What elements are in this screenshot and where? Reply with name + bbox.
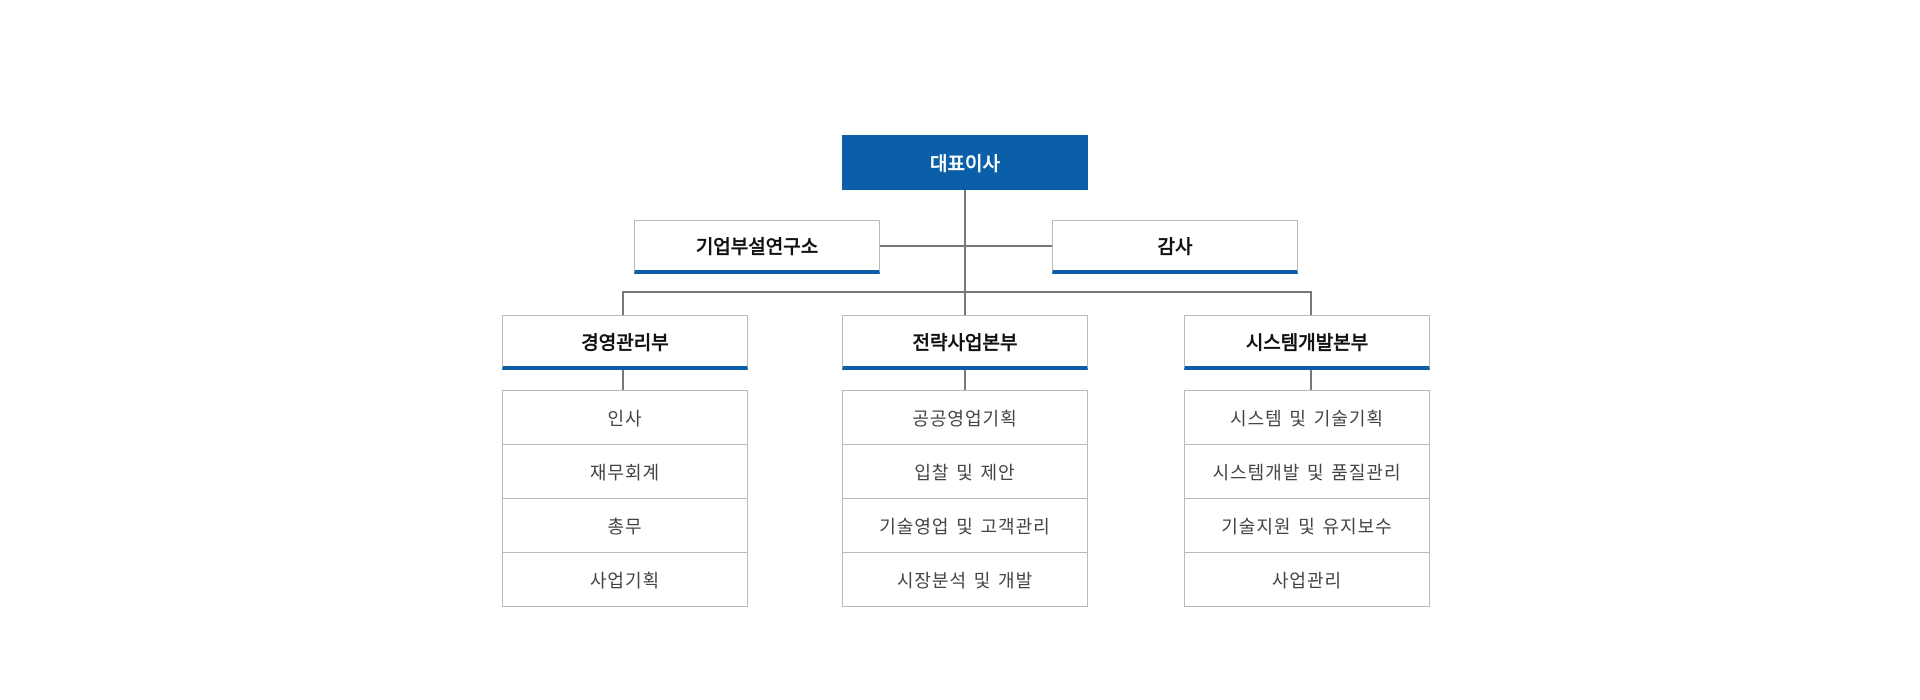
research-institute-box: 기업부설연구소 — [634, 220, 880, 274]
team-box: 시스템 및 기술기획 — [1184, 390, 1430, 445]
audit-label: 감사 — [1157, 236, 1193, 258]
team-box: 시스템개발 및 품질관리 — [1184, 444, 1430, 499]
team-label: 사업관리 — [1271, 570, 1343, 592]
team-label: 사업기획 — [589, 570, 661, 592]
team-label: 인사 — [607, 408, 643, 430]
ceo-box: 대표이사 — [842, 135, 1088, 190]
ceo-label: 대표이사 — [930, 153, 1000, 175]
team-box: 공공영업기획 — [842, 390, 1088, 445]
team-label: 기술지원 및 유지보수 — [1221, 516, 1393, 538]
team-label: 시장분석 및 개발 — [896, 570, 1034, 592]
team-box: 입찰 및 제안 — [842, 444, 1088, 499]
division-label: 시스템개발본부 — [1245, 331, 1369, 354]
team-box: 사업관리 — [1184, 552, 1430, 607]
connector-division-3-teams — [1310, 368, 1312, 390]
team-box: 총무 — [502, 498, 748, 553]
team-label: 공공영업기획 — [912, 408, 1018, 430]
connector-ceo-trunk — [964, 189, 966, 315]
team-label: 시스템개발 및 품질관리 — [1212, 462, 1402, 484]
team-box: 기술영업 및 고객관리 — [842, 498, 1088, 553]
division-system-dev-box: 시스템개발본부 — [1184, 315, 1430, 370]
division-strategy-box: 전략사업본부 — [842, 315, 1088, 370]
team-label: 입찰 및 제안 — [914, 462, 1016, 484]
audit-box: 감사 — [1052, 220, 1298, 274]
division-management-box: 경영관리부 — [502, 315, 748, 370]
connector-divisions-horizontal — [622, 291, 1312, 293]
connector-division-2-teams — [964, 368, 966, 390]
team-box: 기술지원 및 유지보수 — [1184, 498, 1430, 553]
team-label: 기술영업 및 고객관리 — [879, 516, 1051, 538]
team-box: 인사 — [502, 390, 748, 445]
connector-division-1-teams — [622, 368, 624, 390]
connector-division-1-drop — [622, 291, 624, 315]
division-label: 경영관리부 — [581, 331, 669, 354]
connector-side-units — [878, 245, 1052, 247]
team-box: 재무회계 — [502, 444, 748, 499]
connector-division-3-drop — [1310, 291, 1312, 315]
team-label: 시스템 및 기술기획 — [1230, 408, 1384, 430]
division-label: 전략사업본부 — [912, 331, 1018, 354]
team-box: 시장분석 및 개발 — [842, 552, 1088, 607]
research-institute-label: 기업부설연구소 — [695, 236, 819, 258]
team-box: 사업기획 — [502, 552, 748, 607]
team-label: 재무회계 — [589, 462, 661, 484]
team-label: 총무 — [607, 516, 643, 538]
